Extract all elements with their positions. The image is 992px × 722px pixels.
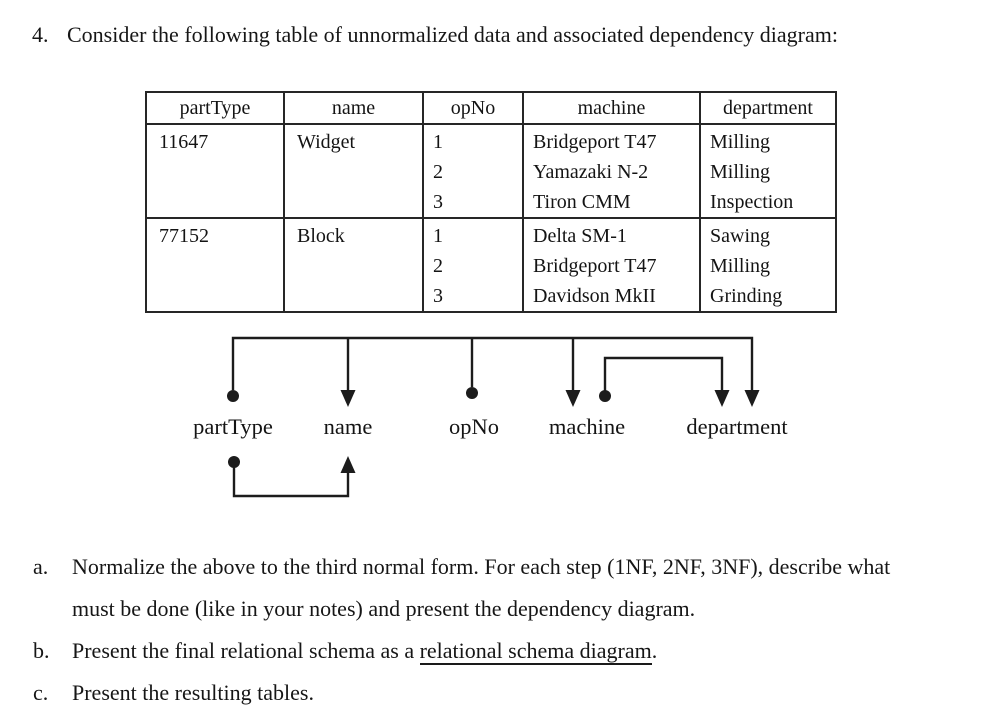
diagram-label-parttype: partType xyxy=(193,414,273,439)
col-header-department: department xyxy=(699,91,837,125)
unnormalized-data-table: partType name opNo machine department 11… xyxy=(145,91,837,313)
subquestion-b-suffix: . xyxy=(651,638,658,663)
table-header-row: partType name opNo machine department xyxy=(145,91,837,125)
subquestion-b-marker: b. xyxy=(33,638,50,663)
department-value: Inspection xyxy=(710,191,794,213)
machine-value: Bridgeport T47 xyxy=(533,131,657,153)
opno-value: 2 xyxy=(433,161,443,183)
opno-value: 3 xyxy=(433,191,443,213)
machine-value: Bridgeport T47 xyxy=(533,255,657,277)
subquestion-b-text: Present the final relational schema as a… xyxy=(72,630,983,672)
subquestion-a-line2: must be done (like in your notes) and pr… xyxy=(72,596,696,621)
cell-department: Milling Milling Inspection xyxy=(699,123,837,219)
subquestion-list: a. Normalize the above to the third norm… xyxy=(33,546,983,714)
cell-name: Block xyxy=(283,217,424,313)
col-header-machine: machine xyxy=(522,91,701,125)
arrowhead-name xyxy=(340,390,356,407)
subquestion-b: b. Present the final relational schema a… xyxy=(33,630,983,672)
determinant-dot-parttype xyxy=(227,390,239,402)
cell-opno: 1 2 3 xyxy=(422,217,524,313)
determinant-dot-opno xyxy=(466,387,478,399)
subquestion-c-marker: c. xyxy=(33,680,49,705)
parttype-value: 77152 xyxy=(159,225,209,247)
cell-machine: Delta SM-1 Bridgeport T47 Davidson MkII xyxy=(522,217,701,313)
col-header-parttype: partType xyxy=(145,91,285,125)
opno-value: 1 xyxy=(433,131,443,153)
cell-machine: Bridgeport T47 Yamazaki N-2 Tiron CMM xyxy=(522,123,701,219)
opno-value: 3 xyxy=(433,285,443,307)
diagram-label-machine: machine xyxy=(549,414,625,439)
diagram-label-opno: opNo xyxy=(449,414,499,439)
arrowhead-department-from-key xyxy=(744,390,760,407)
name-value: Widget xyxy=(297,131,356,153)
dependency-diagram: partType name opNo machine department xyxy=(193,336,788,498)
subquestion-b-prefix: Present the final relational schema as a xyxy=(72,638,420,663)
machine-value: Delta SM-1 xyxy=(533,225,627,247)
cell-opno: 1 2 3 xyxy=(422,123,524,219)
dependency-line-machine-department xyxy=(603,356,724,391)
arrowhead-department-from-machine xyxy=(714,390,730,407)
department-value: Milling xyxy=(710,255,771,277)
subquestion-a-line1: Normalize the above to the third normal … xyxy=(72,554,891,579)
arrowhead-name-up xyxy=(340,456,356,473)
arrowhead-machine xyxy=(565,390,581,407)
question-heading: 4. Consider the following table of unnor… xyxy=(32,21,962,48)
question-number: 4. xyxy=(32,22,49,47)
table-row: 11647 Widget 1 2 3 Bridgeport T47 Yamaza… xyxy=(145,123,837,219)
determinant-dot-machine xyxy=(599,390,611,402)
determinant-dot-parttype-bottom xyxy=(228,456,240,468)
cell-department: Sawing Milling Grinding xyxy=(699,217,837,313)
subquestion-c-text: Present the resulting tables. xyxy=(72,680,314,705)
department-value: Milling xyxy=(710,131,771,153)
diagram-label-department: department xyxy=(686,414,788,439)
opno-value: 1 xyxy=(433,225,443,247)
cell-parttype: 77152 xyxy=(145,217,285,313)
opno-value: 2 xyxy=(433,255,443,277)
name-value: Block xyxy=(297,225,345,247)
dependency-line-top-bracket xyxy=(231,336,754,390)
subquestion-a-marker: a. xyxy=(33,554,49,579)
department-value: Sawing xyxy=(710,225,770,247)
department-value: Grinding xyxy=(710,285,783,307)
subquestion-b-underlined-phrase: relational schema diagram xyxy=(419,638,652,665)
dependency-line-parttype-name xyxy=(232,463,350,498)
machine-value: Tiron CMM xyxy=(533,191,631,213)
subquestion-a-text: Normalize the above to the third normal … xyxy=(72,546,983,630)
table-row: 77152 Block 1 2 3 Delta SM-1 Bridgeport … xyxy=(145,217,837,313)
col-header-name: name xyxy=(283,91,424,125)
question-text: Consider the following table of unnormal… xyxy=(67,22,838,47)
department-value: Milling xyxy=(710,161,771,183)
machine-value: Davidson MkII xyxy=(533,285,656,307)
subquestion-a: a. Normalize the above to the third norm… xyxy=(33,546,983,630)
machine-value: Yamazaki N-2 xyxy=(533,161,649,183)
diagram-label-name: name xyxy=(324,414,373,439)
cell-name: Widget xyxy=(283,123,424,219)
col-header-opno: opNo xyxy=(422,91,524,125)
subquestion-c: c. Present the resulting tables. xyxy=(33,672,983,714)
cell-parttype: 11647 xyxy=(145,123,285,219)
parttype-value: 11647 xyxy=(159,131,209,153)
